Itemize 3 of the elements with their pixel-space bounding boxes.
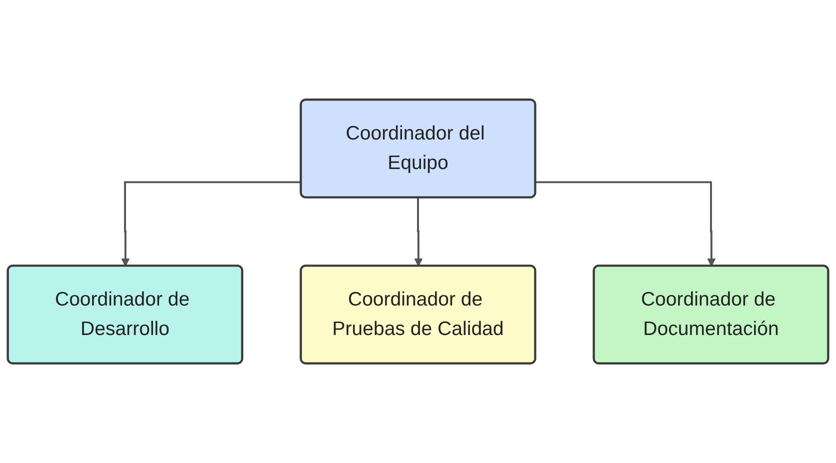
arrow	[121, 181, 302, 267]
arrow	[414, 196, 423, 267]
arrow	[536, 181, 716, 267]
